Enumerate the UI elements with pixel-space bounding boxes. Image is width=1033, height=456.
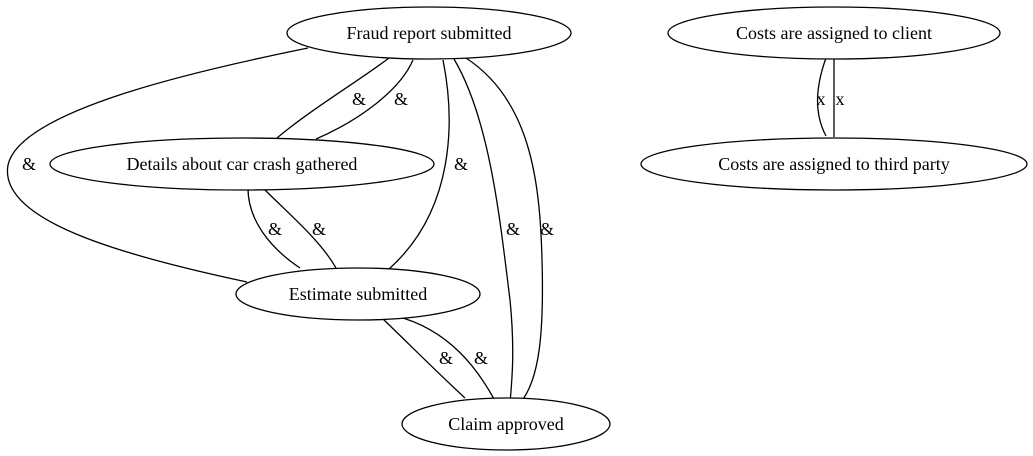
edge-fraud-claim-1 xyxy=(453,58,514,404)
edge-fraud-details-1 xyxy=(276,57,390,139)
edge-label: & xyxy=(454,154,468,174)
edge-fraud-details-2 xyxy=(315,59,414,140)
edge-fraud-estimate-outer xyxy=(6,47,309,283)
node-shape xyxy=(49,137,435,191)
edge-label: & xyxy=(352,89,366,109)
edge-client-third-1 xyxy=(816,57,827,137)
node-costs-client: Costs are assigned to client xyxy=(667,6,1001,60)
edge-label: & xyxy=(268,219,282,239)
node-shape xyxy=(286,6,572,60)
node-shape xyxy=(667,6,1001,60)
edge-details-estimate-1 xyxy=(247,187,301,269)
edge-estimate-claim-2 xyxy=(395,315,495,400)
edges xyxy=(6,47,835,404)
node-label: Estimate submitted xyxy=(289,284,427,304)
edge-label: & xyxy=(439,348,453,368)
node-shape xyxy=(401,397,611,451)
edge-estimate-claim-1 xyxy=(381,317,466,399)
edge-label: & xyxy=(312,219,326,239)
node-details-gathered: Details about car crash gathered xyxy=(49,137,435,191)
edge-details-estimate-2 xyxy=(262,187,337,269)
edge-labels: & & & & & & & & & & x x xyxy=(22,89,845,368)
edge-label: & xyxy=(540,219,554,239)
node-shape xyxy=(640,137,1028,191)
node-label: Fraud report submitted xyxy=(347,23,512,43)
edge-fraud-estimate-inner xyxy=(388,59,450,270)
node-shape xyxy=(235,267,481,321)
node-claim-approved: Claim approved xyxy=(401,397,611,451)
edge-fraud-claim-2 xyxy=(465,57,544,404)
edge-label: & xyxy=(474,348,488,368)
edge-label: x xyxy=(817,89,826,109)
node-costs-third-party: Costs are assigned to third party xyxy=(640,137,1028,191)
edge-label: & xyxy=(506,219,520,239)
edge-label: & xyxy=(22,154,36,174)
node-fraud-report: Fraud report submitted xyxy=(286,6,572,60)
edge-label: & xyxy=(394,89,408,109)
node-label: Costs are assigned to third party xyxy=(718,154,949,174)
node-label: Details about car crash gathered xyxy=(127,154,358,174)
node-estimate-submitted: Estimate submitted xyxy=(235,267,481,321)
node-label: Claim approved xyxy=(448,414,563,434)
edge-label: x xyxy=(836,89,845,109)
node-label: Costs are assigned to client xyxy=(736,23,932,43)
